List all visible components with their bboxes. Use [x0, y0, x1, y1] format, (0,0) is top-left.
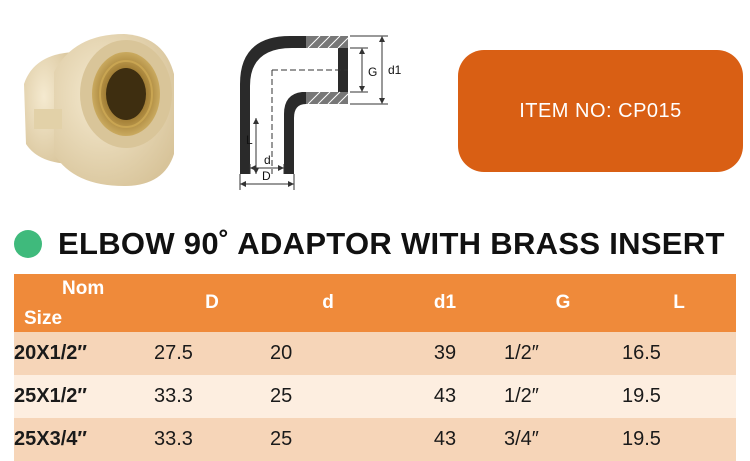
spec-table: Nom Size D d d1 G L 20X1/2″ 27.5 20 39 1… — [14, 274, 736, 461]
cell-G: 1/2″ — [504, 332, 622, 375]
cell-size: 25X3/4″ — [14, 418, 154, 461]
header-nom: Nom — [62, 278, 105, 299]
dim-label-G: G — [368, 65, 377, 79]
dim-label-d: d — [264, 153, 271, 167]
bullet-dot-icon — [14, 230, 42, 258]
table-row: 25X3/4″ 33.3 25 43 3/4″ 19.5 — [14, 418, 736, 461]
cell-size: 20X1/2″ — [14, 332, 154, 375]
cell-D: 27.5 — [154, 332, 270, 375]
cell-d1: 43 — [386, 375, 504, 418]
table-row: 25X1/2″ 33.3 25 43 1/2″ 19.5 — [14, 375, 736, 418]
cell-G: 3/4″ — [504, 418, 622, 461]
insert-hatch-bottom — [306, 92, 348, 104]
cell-G: 1/2″ — [504, 375, 622, 418]
cell-size: 25X1/2″ — [14, 375, 154, 418]
technical-drawing: G d1 L d D — [239, 35, 402, 190]
product-photo — [24, 34, 174, 186]
item-number-text: ITEM NO: CP015 — [519, 99, 682, 122]
cell-L: 16.5 — [622, 332, 736, 375]
header-d: d — [270, 274, 386, 332]
header-D: D — [154, 274, 270, 332]
cell-d: 20 — [270, 332, 386, 375]
title-row: ELBOW 90˚ ADAPTOR WITH BRASS INSERT — [14, 222, 725, 266]
item-number-badge: ITEM NO: CP015 — [458, 50, 743, 172]
dim-label-d1: d1 — [388, 63, 402, 77]
header-d1: d1 — [386, 274, 504, 332]
brass-thread — [99, 60, 153, 128]
cell-d1: 43 — [386, 418, 504, 461]
product-title: ELBOW 90˚ ADAPTOR WITH BRASS INSERT — [58, 226, 725, 261]
cell-L: 19.5 — [622, 375, 736, 418]
header-G: G — [504, 274, 622, 332]
cell-L: 19.5 — [622, 418, 736, 461]
header-size: Size — [24, 308, 63, 329]
cell-d: 25 — [270, 375, 386, 418]
dim-label-L: L — [246, 133, 253, 147]
cell-d1: 39 — [386, 332, 504, 375]
brass-insert-bore — [106, 68, 146, 120]
cell-D: 33.3 — [154, 375, 270, 418]
table-header-row: Nom Size D d d1 G L — [14, 274, 736, 332]
header-nom-size: Nom Size — [14, 274, 154, 332]
dim-label-D: D — [262, 169, 271, 183]
header-L: L — [622, 274, 736, 332]
table-row: 20X1/2″ 27.5 20 39 1/2″ 16.5 — [14, 332, 736, 375]
cell-d: 25 — [270, 418, 386, 461]
fitting-rib — [34, 109, 62, 129]
cell-D: 33.3 — [154, 418, 270, 461]
insert-hatch-top — [306, 36, 348, 48]
